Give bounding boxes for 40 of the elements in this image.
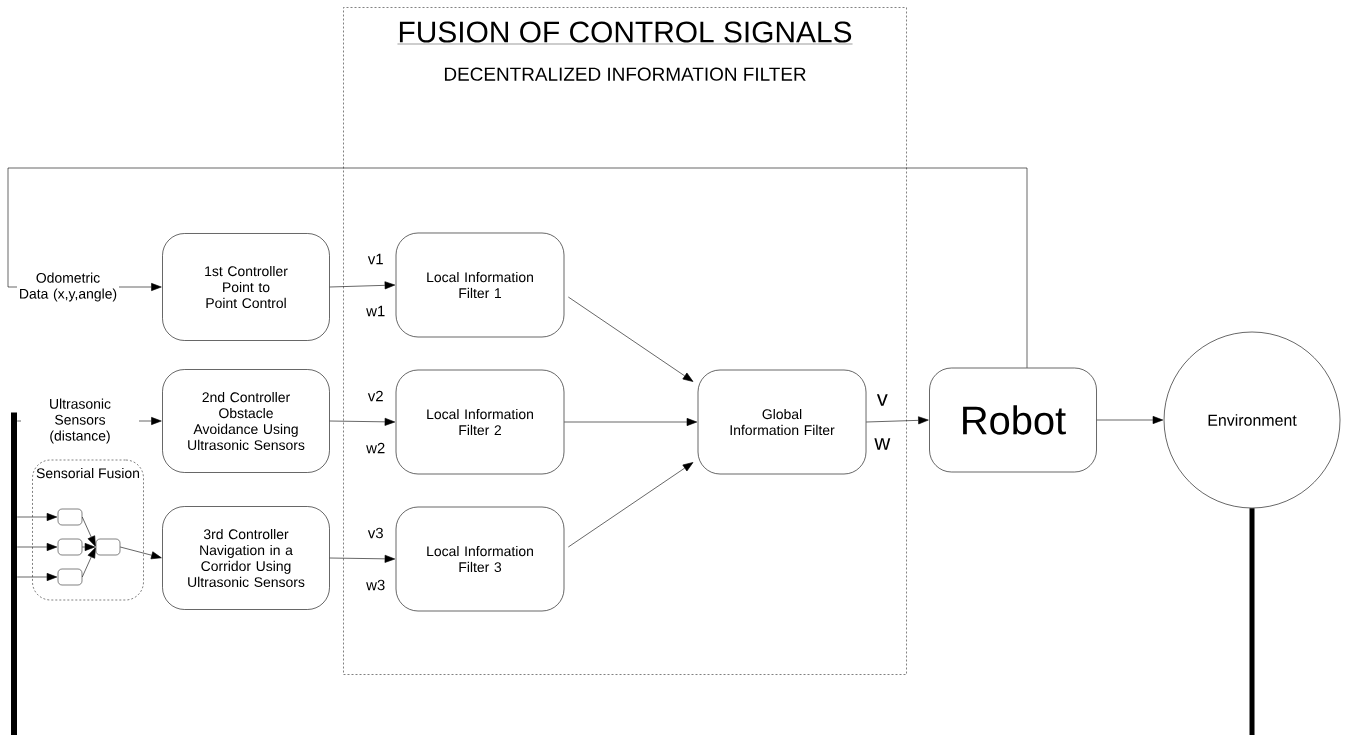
arrow [81,516,96,547]
bus-bar [11,412,17,735]
small-box [57,508,83,526]
group-box: Sensorial Fusion [32,459,144,601]
signal-label: v2 [367,390,383,402]
arrow [329,417,396,426]
signal-label: w [874,438,891,450]
small-box [57,538,83,556]
process-box: Global Information Filter [697,369,867,475]
process-box: Local Information Filter 3 [395,506,565,612]
arrow [568,296,694,382]
signal-label: v3 [367,527,383,539]
process-box: 1st Controller Point to Point Control [162,233,330,341]
arrow [81,547,96,578]
arrow [81,543,96,551]
arrow [16,573,58,581]
arrow [119,546,162,560]
signal-label: v [876,394,888,406]
signal-label: w3 [366,579,385,591]
signal-label: w2 [366,442,385,454]
process-box: Robot [929,367,1097,473]
arrow [16,543,58,551]
process-box: 2nd Controller Obstacle Avoidance Using Ultrasonic Sensors [162,369,330,473]
arrow [329,281,396,290]
signal-label: v1 [367,253,383,265]
arrow [568,462,694,548]
arrow [866,416,929,425]
arrow [329,554,396,563]
process-box: Local Information Filter 2 [395,369,565,475]
small-box [95,538,121,556]
process-box: 3rd Controller Navigation in a Corridor Using Ultrasonic Sensors [162,506,330,610]
arrow [564,418,698,426]
small-box [57,568,83,586]
edge-label: Odometric Data (x,y,angle) [17,271,119,303]
arrow [16,513,58,521]
process-box: Local Information Filter 1 [395,232,565,338]
edge-label: Ultrasonic Sensors (distance) [21,397,139,445]
arrow [1096,416,1164,424]
signal-label: w1 [366,305,385,317]
arrow [7,167,1028,368]
